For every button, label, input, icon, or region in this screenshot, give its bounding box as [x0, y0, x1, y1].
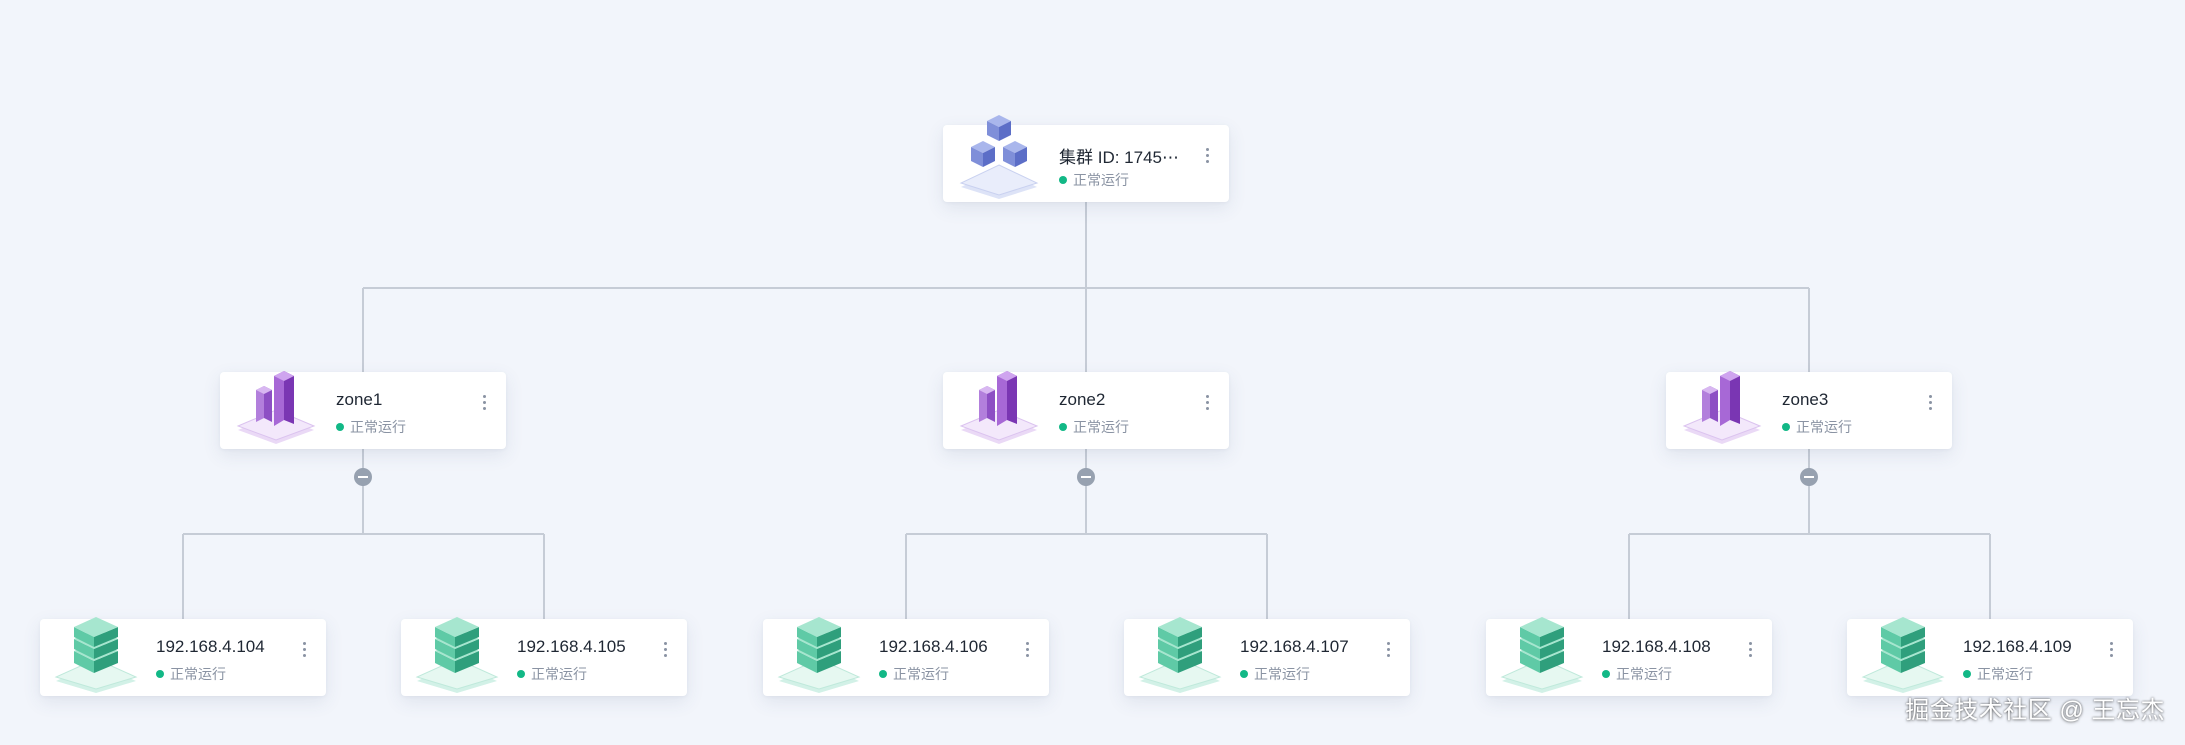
server-card-105[interactable]: 192.168.4.105 正常运行 — [401, 617, 687, 696]
cluster-card[interactable]: 集群 ID: 1745⋯ 正常运行 — [943, 115, 1229, 202]
collapse-zone3-button[interactable] — [1800, 468, 1818, 486]
server-title: 192.168.4.105 — [517, 637, 626, 656]
server-status: 正常运行 — [517, 664, 587, 684]
server-status: 正常运行 — [879, 664, 949, 684]
server-title: 192.168.4.104 — [156, 637, 265, 656]
status-ok-dot — [1059, 176, 1067, 184]
zone-building-icon — [230, 354, 322, 446]
server-title: 192.168.4.109 — [1963, 637, 2072, 656]
server-icon — [50, 601, 142, 693]
status-ok-dot — [1059, 423, 1067, 431]
zone-title: zone3 — [1782, 390, 1829, 409]
zone-title: zone1 — [336, 390, 383, 409]
status-ok-dot — [1602, 670, 1610, 678]
status-ok-dot — [1240, 670, 1248, 678]
more-options-icon[interactable] — [1199, 390, 1215, 414]
server-icon — [1134, 601, 1226, 693]
server-icon — [1496, 601, 1588, 693]
zone-status: 正常运行 — [336, 417, 406, 437]
status-ok-dot — [517, 670, 525, 678]
status-label: 正常运行 — [170, 666, 226, 682]
server-card-107[interactable]: 192.168.4.107 正常运行 — [1124, 617, 1410, 696]
more-options-icon[interactable] — [1380, 637, 1396, 661]
server-icon — [411, 601, 503, 693]
collapse-zone1-button[interactable] — [354, 468, 372, 486]
cluster-status: 正常运行 — [1059, 170, 1129, 190]
status-label: 正常运行 — [531, 666, 587, 682]
zone-building-icon — [1676, 354, 1768, 446]
collapse-zone2-button[interactable] — [1077, 468, 1095, 486]
server-title: 192.168.4.106 — [879, 637, 988, 656]
status-label: 正常运行 — [1616, 666, 1672, 682]
status-ok-dot — [156, 670, 164, 678]
zone-status: 正常运行 — [1059, 417, 1129, 437]
status-label: 正常运行 — [1073, 419, 1129, 435]
server-status: 正常运行 — [1602, 664, 1672, 684]
status-ok-dot — [1963, 670, 1971, 678]
status-ok-dot — [336, 423, 344, 431]
server-status: 正常运行 — [1963, 664, 2033, 684]
cluster-icon — [953, 107, 1045, 199]
server-title: 192.168.4.107 — [1240, 637, 1349, 656]
status-label: 正常运行 — [1254, 666, 1310, 682]
cluster-title: 集群 ID: 1745⋯ — [1059, 148, 1179, 167]
zone-card-zone1[interactable]: zone1 正常运行 — [220, 371, 506, 449]
status-label: 正常运行 — [350, 419, 406, 435]
status-ok-dot — [879, 670, 887, 678]
server-title: 192.168.4.108 — [1602, 637, 1711, 656]
status-label: 正常运行 — [1977, 666, 2033, 682]
zone-card-zone3[interactable]: zone3 正常运行 — [1666, 371, 1952, 449]
zone-card-zone2[interactable]: zone2 正常运行 — [943, 371, 1229, 449]
server-icon — [1857, 601, 1949, 693]
more-options-icon[interactable] — [1742, 637, 1758, 661]
server-card-109[interactable]: 192.168.4.109 正常运行 — [1847, 617, 2133, 696]
zone-building-icon — [953, 354, 1045, 446]
more-options-icon[interactable] — [1922, 390, 1938, 414]
more-options-icon[interactable] — [1019, 637, 1035, 661]
more-options-icon[interactable] — [1199, 143, 1215, 167]
server-card-104[interactable]: 192.168.4.104 正常运行 — [40, 617, 326, 696]
status-label: 正常运行 — [1796, 419, 1852, 435]
zone-title: zone2 — [1059, 390, 1106, 409]
more-options-icon[interactable] — [476, 390, 492, 414]
server-icon — [773, 601, 865, 693]
server-status: 正常运行 — [156, 664, 226, 684]
watermark: 掘金技术社区 @ 王忘杰 — [1905, 697, 2165, 724]
more-options-icon[interactable] — [296, 637, 312, 661]
zone-status: 正常运行 — [1782, 417, 1852, 437]
status-label: 正常运行 — [893, 666, 949, 682]
server-status: 正常运行 — [1240, 664, 1310, 684]
server-card-106[interactable]: 192.168.4.106 正常运行 — [763, 617, 1049, 696]
status-label: 正常运行 — [1073, 172, 1129, 188]
more-options-icon[interactable] — [2103, 637, 2119, 661]
status-ok-dot — [1782, 423, 1790, 431]
server-card-108[interactable]: 192.168.4.108 正常运行 — [1486, 617, 1772, 696]
more-options-icon[interactable] — [657, 637, 673, 661]
